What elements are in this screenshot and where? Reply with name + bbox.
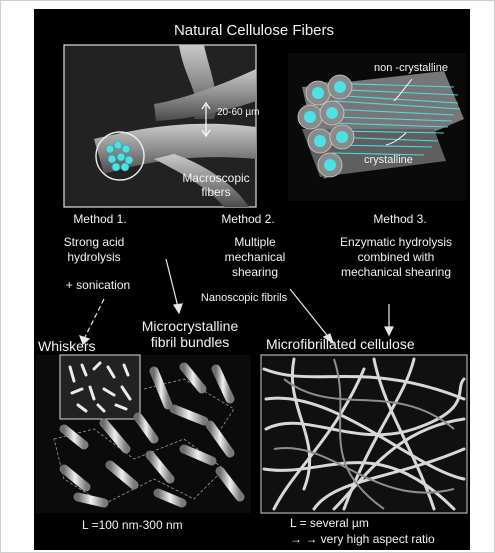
- whiskers-label: Whiskers: [38, 339, 96, 353]
- method-2-line2: mechanical: [210, 251, 300, 263]
- macroscopic-label-line2: fibers: [180, 186, 252, 198]
- method-2-line3: shearing: [210, 266, 300, 278]
- method-3-line2: combined with: [326, 251, 466, 263]
- method-1-extra: + sonication: [48, 279, 148, 291]
- method-1-line1: Strong acid: [44, 236, 144, 248]
- crystalline-label: crystalline: [364, 155, 413, 166]
- method-1-line2: hydrolysis: [44, 251, 144, 263]
- macroscopic-label-line1: Macroscopic: [180, 172, 252, 184]
- diagram-panel: Natural Cellulose Fibers 20-60 µm Macros…: [34, 9, 470, 550]
- mfc-network-box: [261, 355, 467, 513]
- mfc-length-label: L = several µm: [290, 517, 369, 529]
- fiber-diameter-label: 20-60 µm: [217, 108, 259, 118]
- whisker-length-label: L =100 nm-300 nm: [82, 519, 183, 531]
- diagram-title: Natural Cellulose Fibers: [144, 23, 364, 38]
- crystalline-bundle-box: [288, 53, 466, 201]
- microcrystalline-label-line1: Microcrystalline: [130, 319, 250, 333]
- noncrystalline-label: non -crystalline: [374, 63, 448, 74]
- method-3-heading: Method 3.: [350, 213, 450, 225]
- method-2-line1: Multiple: [210, 236, 300, 248]
- mfc-label: Microfibrillated cellulose: [266, 337, 415, 351]
- microcrystalline-label-line2: fibril bundles: [130, 335, 250, 349]
- nanoscopic-fibrils-label: Nanoscopic fibrils: [184, 293, 304, 304]
- whiskers-region: [36, 355, 251, 513]
- method-3-line1: Enzymatic hydrolysis: [326, 236, 466, 248]
- method-1-heading: Method 1.: [50, 213, 150, 225]
- method-2-heading: Method 2.: [198, 213, 298, 225]
- aspect-ratio-label: → → very high aspect ratio: [290, 533, 435, 545]
- method-3-line3: mechanical shearing: [326, 266, 466, 278]
